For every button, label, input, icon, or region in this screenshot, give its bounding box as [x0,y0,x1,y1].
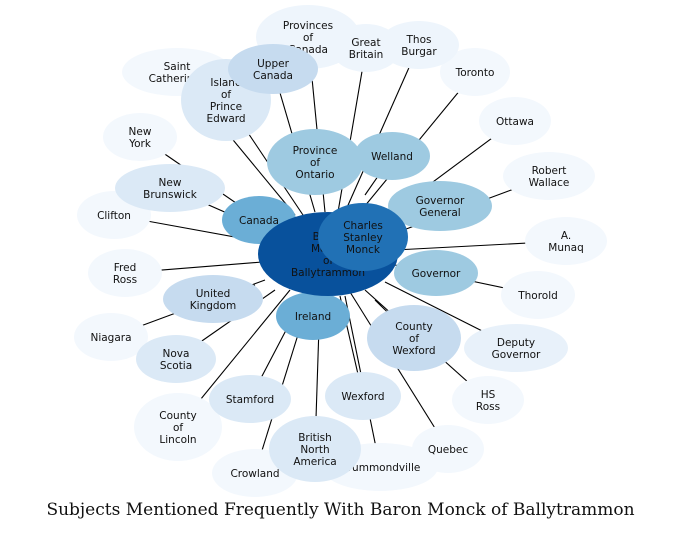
node-welland: Welland [354,132,430,180]
node-label-governor: Governor [412,268,461,280]
node-label-clifton: Clifton [97,210,131,222]
node-label-thorold: Thorold [517,290,558,302]
node-quebec: Quebec [412,425,484,473]
node-ottawa: Ottawa [479,97,551,145]
node-shape-county-of-lincoln [134,393,222,461]
node-shape-new-york [103,113,177,161]
node-shape-thorold [501,271,575,319]
node-shape-quebec [412,425,484,473]
node-shape-charles-stanley-monck [318,203,408,271]
node-label-quebec: Quebec [428,444,469,456]
node-shape-county-of-wexford [367,305,461,371]
node-label-stamford: Stamford [226,394,274,406]
node-shape-nova-scotia [136,335,216,383]
node-shape-new-brunswick [115,164,225,212]
node-shape-governor-general [388,181,492,231]
node-label-ottawa: Ottawa [496,116,534,128]
node-shape-deputy-governor [464,324,568,372]
node-shape-robert-wallace [503,152,595,200]
node-shape-wexford [325,372,401,420]
node-label-a-munaq: A.Munaq [548,230,583,254]
node-shape-great-britain [331,24,401,72]
node-toronto: Toronto [440,48,510,96]
node-shape-british-north-america [269,416,361,482]
node-shape-a-munaq [525,217,607,265]
node-shape-upper-canada [228,44,318,94]
node-a-munaq: A.Munaq [525,217,607,265]
edge-quebec [349,291,449,450]
node-shape-united-kingdom [163,275,263,323]
node-shape-fred-ross [88,249,162,297]
node-shape-ottawa [479,97,551,145]
node-shape-welland [354,132,430,180]
node-shape-thos-burgar [379,21,459,69]
node-label-wexford: Wexford [341,391,384,403]
node-ireland: Ireland [276,292,350,340]
node-label-ireland: Ireland [295,311,331,323]
node-shape-governor [394,250,478,296]
node-shape-niagara [74,313,148,361]
node-shape-toronto [440,48,510,96]
node-shape-ireland [276,292,350,340]
node-shape-province-of-ontario [267,129,363,195]
node-stamford: Stamford [209,375,291,423]
node-label-toronto: Toronto [455,67,495,79]
edge-thos-burgar [344,44,420,213]
node-label-drummondville: Drummondville [340,462,421,474]
node-label-crowland: Crowland [230,468,279,480]
node-thorold: Thorold [501,271,575,319]
node-label-canada: Canada [239,215,279,227]
node-wexford: Wexford [325,372,401,420]
node-governor: Governor [394,250,478,296]
node-niagara: Niagara [74,313,148,361]
node-label-niagara: Niagara [90,332,131,344]
node-shape-hs-ross [452,376,524,424]
node-shape-stamford [209,375,291,423]
diagram-title: Subjects Mentioned Frequently With Baron… [46,500,635,520]
node-label-welland: Welland [371,151,413,163]
